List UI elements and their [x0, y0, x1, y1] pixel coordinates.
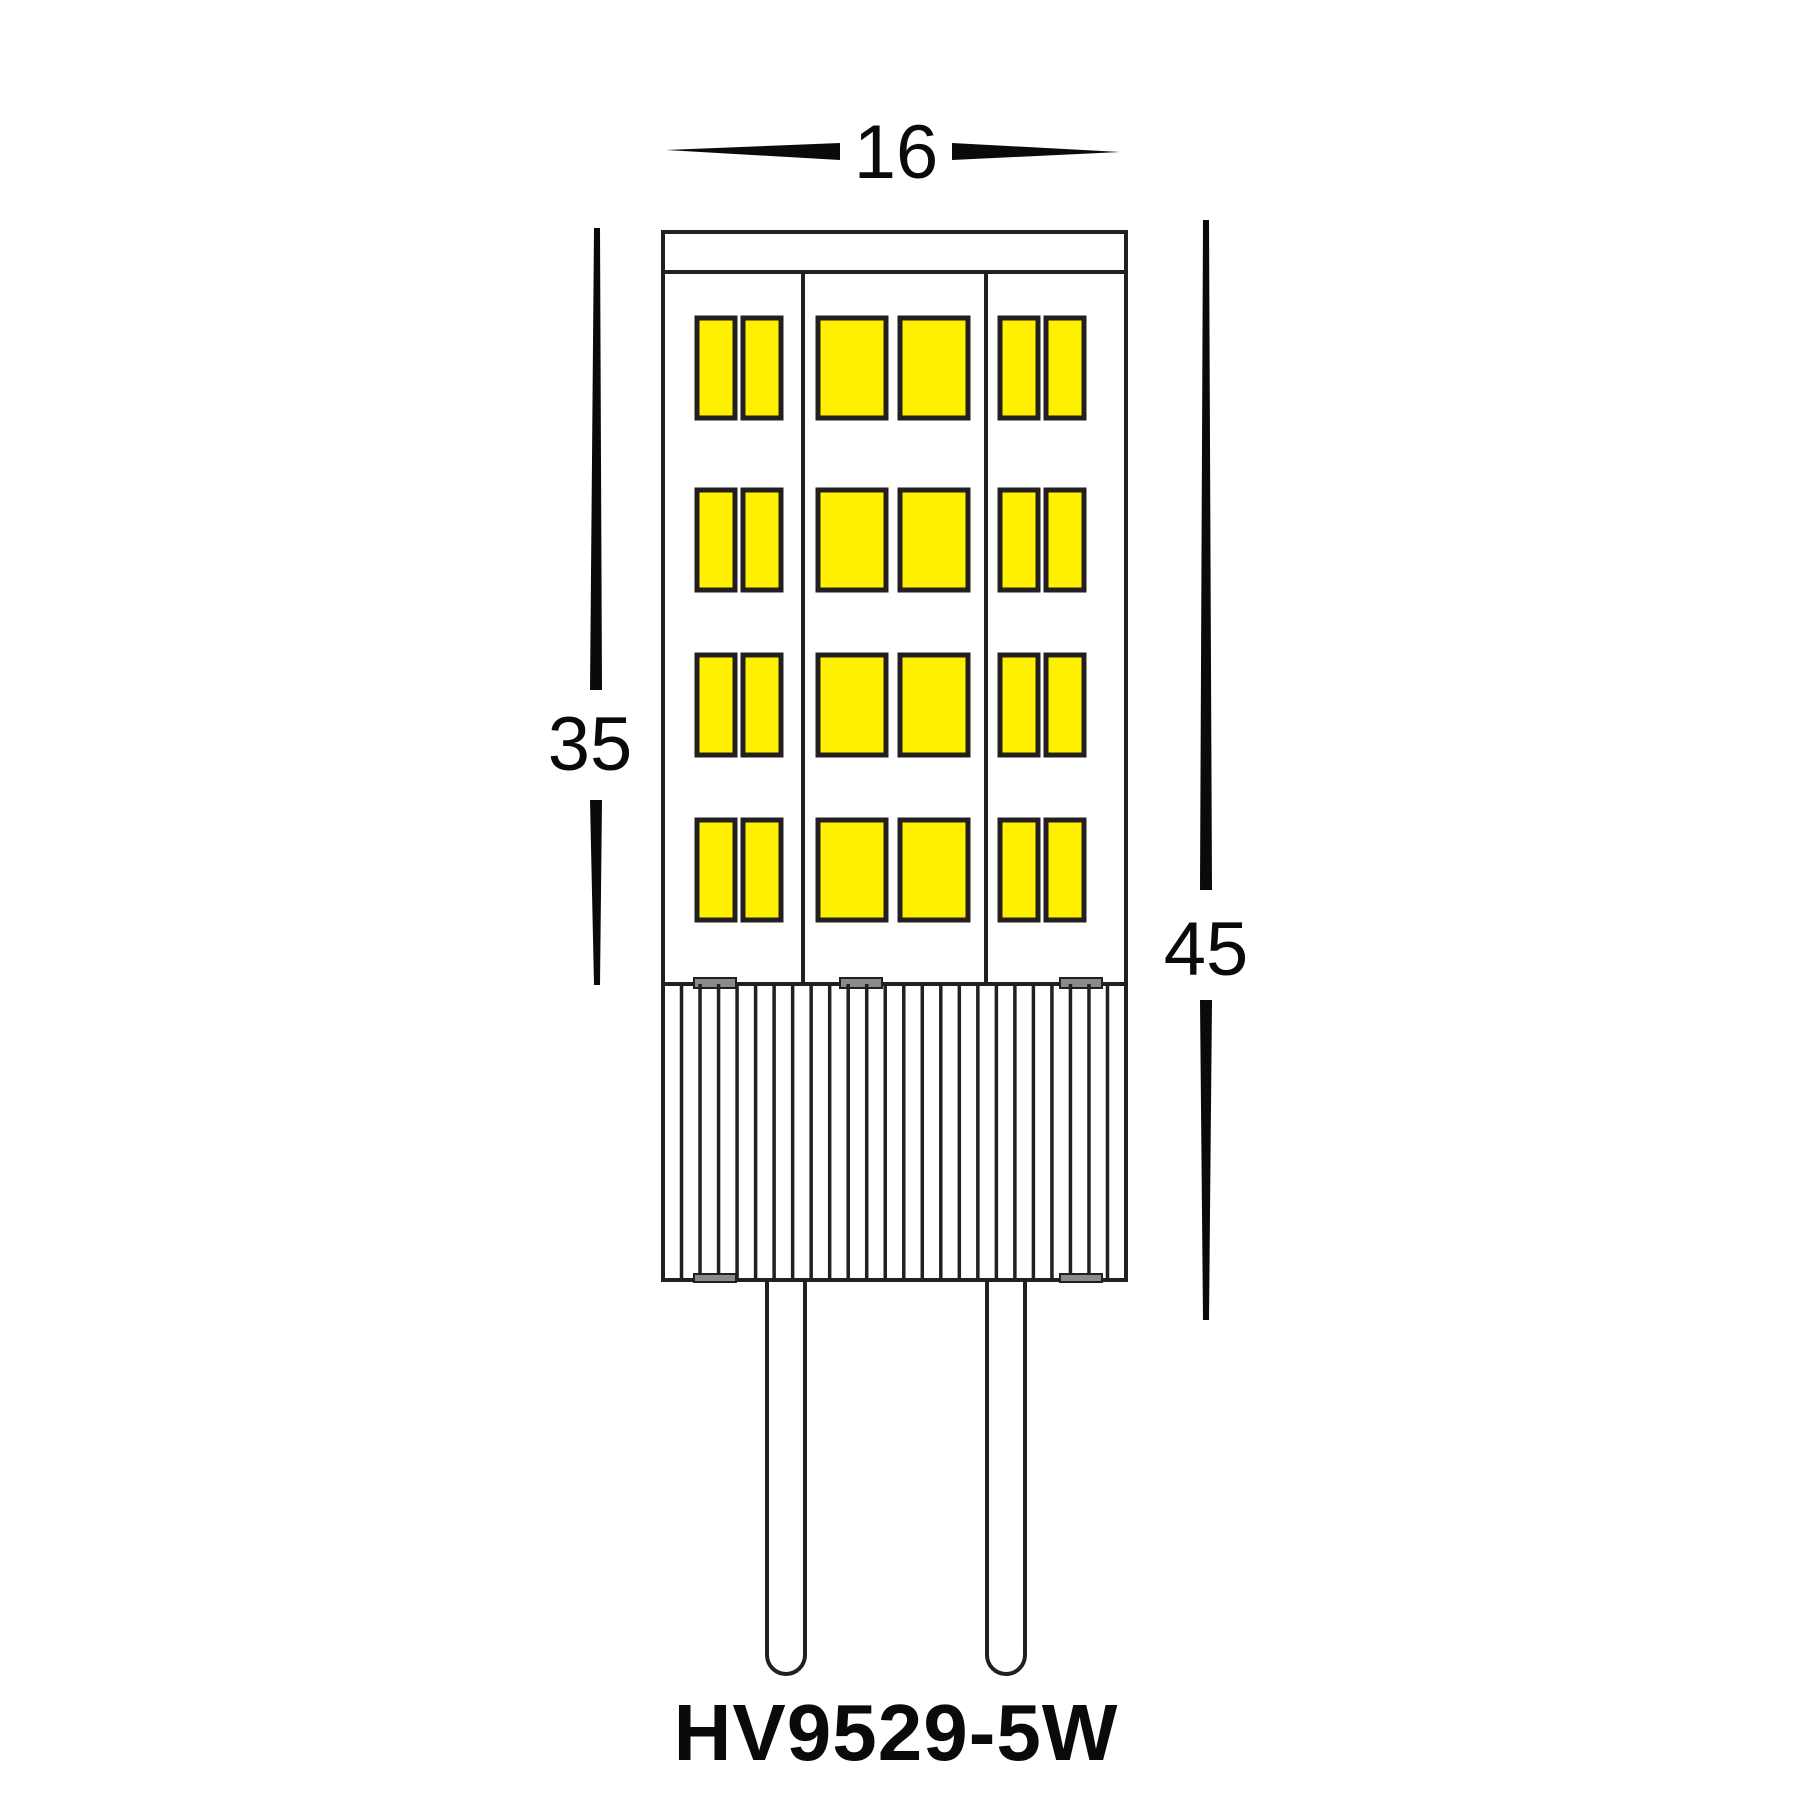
dimension-total-height-45: 45: [1164, 220, 1249, 1320]
dimension-width-16: 16: [666, 110, 1120, 195]
led-chip: [1043, 315, 1087, 421]
ribbed-base: [661, 977, 1128, 1283]
led-chip: [740, 487, 784, 593]
dim-label-led-height: 35: [548, 702, 633, 787]
led-chip: [997, 315, 1041, 421]
led-chip: [1043, 487, 1087, 593]
led-chip: [815, 315, 889, 421]
base-tab-center: [839, 977, 883, 989]
led-chip: [694, 817, 738, 923]
dim-line-upper-35: [590, 228, 602, 690]
led-chip: [815, 817, 889, 923]
led-chip: [740, 817, 784, 923]
led-chip: [897, 652, 971, 758]
base-bottom-tab-left: [693, 1273, 737, 1283]
dim-label-total-height: 45: [1164, 907, 1249, 992]
base-tab-right: [1059, 977, 1103, 989]
led-chip: [815, 652, 889, 758]
led-chip: [997, 487, 1041, 593]
dimension-led-height-35: 35: [548, 228, 633, 985]
led-chip: [997, 817, 1041, 923]
bi-pin-contacts: [765, 1278, 1027, 1676]
led-chip: [997, 652, 1041, 758]
base-bottom-tab-right: [1059, 1273, 1103, 1283]
led-chip: [740, 652, 784, 758]
dim-label-width: 16: [854, 110, 939, 195]
led-chip: [740, 315, 784, 421]
dim-line-lower-45: [1200, 1000, 1212, 1320]
led-chip: [897, 315, 971, 421]
led-chip: [694, 652, 738, 758]
led-grid: [694, 315, 1087, 923]
led-chip: [1043, 652, 1087, 758]
base-outline: [661, 982, 1128, 1282]
led-chip: [897, 817, 971, 923]
led-chip: [694, 315, 738, 421]
base-tab-left: [693, 977, 737, 989]
led-chip: [897, 487, 971, 593]
pin-right: [985, 1278, 1027, 1676]
base-rib-lines: [679, 984, 1110, 1280]
part-number-label: HV9529-5W: [674, 1688, 1119, 1777]
dim-arrow-right-16: [952, 143, 1120, 160]
dim-line-lower-35: [590, 800, 602, 985]
led-chip: [1043, 817, 1087, 923]
dim-line-upper-45: [1200, 220, 1212, 890]
led-chip: [815, 487, 889, 593]
led-chip: [694, 487, 738, 593]
pin-left: [765, 1278, 807, 1676]
dim-arrow-left-16: [666, 143, 840, 160]
